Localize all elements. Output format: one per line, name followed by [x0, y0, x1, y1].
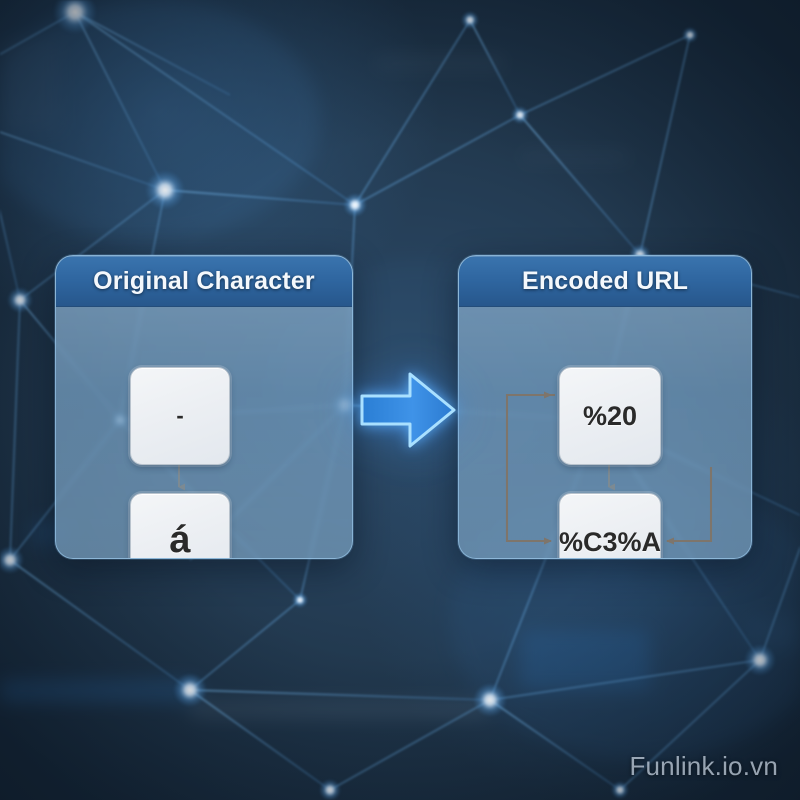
box-value-percent-c3-a: %C3%A [558, 526, 662, 557]
panel-header-original: Original Character [56, 256, 352, 307]
panel-encoded-url: Encoded URL [458, 255, 752, 559]
panel-original-character: Original Character - á [55, 255, 353, 559]
panel-title-original: Original Character [93, 266, 315, 295]
box-encoded-percent20[interactable]: %20 [559, 367, 661, 465]
panel-header-encoded: Encoded URL [459, 256, 751, 307]
transform-arrow-icon [360, 372, 456, 448]
box-original-hyphen[interactable]: - [130, 367, 230, 465]
panel-body-encoded: %20 %C3%A [459, 307, 751, 558]
watermark-funlink: Funlink.io.vn [629, 751, 778, 781]
box-encoded-percent-c3-a[interactable]: %C3%A [558, 493, 662, 558]
panel-title-encoded: Encoded URL [521, 266, 689, 295]
box-value-percent20: %20 [582, 400, 638, 431]
box-value-accented-a: á [169, 518, 191, 559]
panel-body-original: - á [56, 307, 352, 559]
box-value-hyphen: - [176, 403, 184, 428]
box-original-accented-a[interactable]: á [130, 493, 230, 559]
